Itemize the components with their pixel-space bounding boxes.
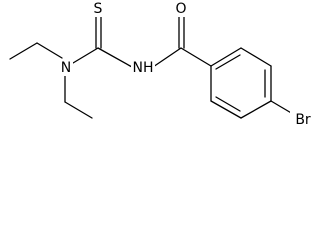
atom-label-amine-nitrogen: N [61,60,71,76]
bond-ethyl2-ch2-ch3 [64,101,93,119]
bond-ring-c5-c6 [210,100,242,119]
bond-ethyl1-ch2-n [36,42,63,59]
bond-ring-c4-c5 [240,100,272,119]
atom-label-oxygen: O [175,1,186,17]
bond-n-thiocarbonyl-c [72,47,99,64]
molecule-structure-diagram: S O N NH Br [9,1,316,128]
bond-layer [9,14,294,119]
bond-ring-c4-br [270,100,294,115]
bond-ring-c2-c3 [240,47,272,67]
atom-label-bromine: Br [295,112,311,128]
bond-thiocarbonyl-c-nh [97,47,133,68]
bond-carbonyl-c-ring [180,47,212,67]
atom-label-layer: S O N NH Br [59,1,316,128]
bond-nh-carbonyl-c [152,47,182,68]
bond-ring-c1-c2 [210,47,242,67]
bond-ethyl1-ch3-ch2 [9,42,38,60]
atom-label-amide-nh: NH [133,60,154,76]
atom-label-sulfur: S [94,1,103,17]
bond-ring-c5-c6-inner [215,96,241,112]
bond-ring-c1-c2-inner [215,54,241,70]
